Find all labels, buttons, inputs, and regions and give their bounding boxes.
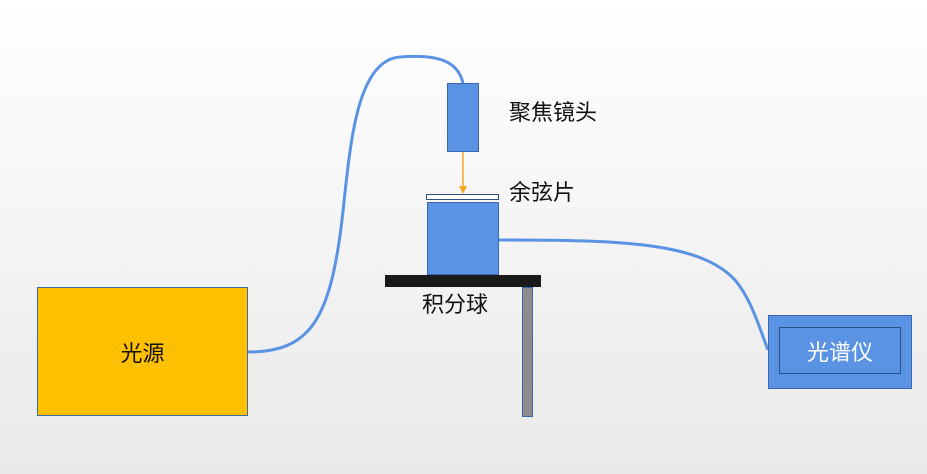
stage-platform bbox=[385, 275, 541, 287]
cosine-corrector bbox=[426, 194, 499, 200]
fiber-sphere-to-spectrometer bbox=[498, 238, 770, 351]
light-source-label: 光源 bbox=[120, 341, 165, 367]
stage-leg bbox=[522, 287, 533, 417]
spectrometer-label: 光谱仪 bbox=[806, 340, 873, 366]
light-source-box: 光源 bbox=[37, 287, 248, 416]
integrating-sphere bbox=[427, 202, 499, 275]
focusing-lens bbox=[447, 83, 479, 152]
focusing-lens-label: 聚焦镜头 bbox=[509, 101, 598, 126]
integrating-sphere-label: 积分球 bbox=[422, 293, 489, 318]
spectrometer-panel: 光谱仪 bbox=[779, 327, 901, 374]
cosine-corrector-label: 余弦片 bbox=[509, 181, 576, 206]
